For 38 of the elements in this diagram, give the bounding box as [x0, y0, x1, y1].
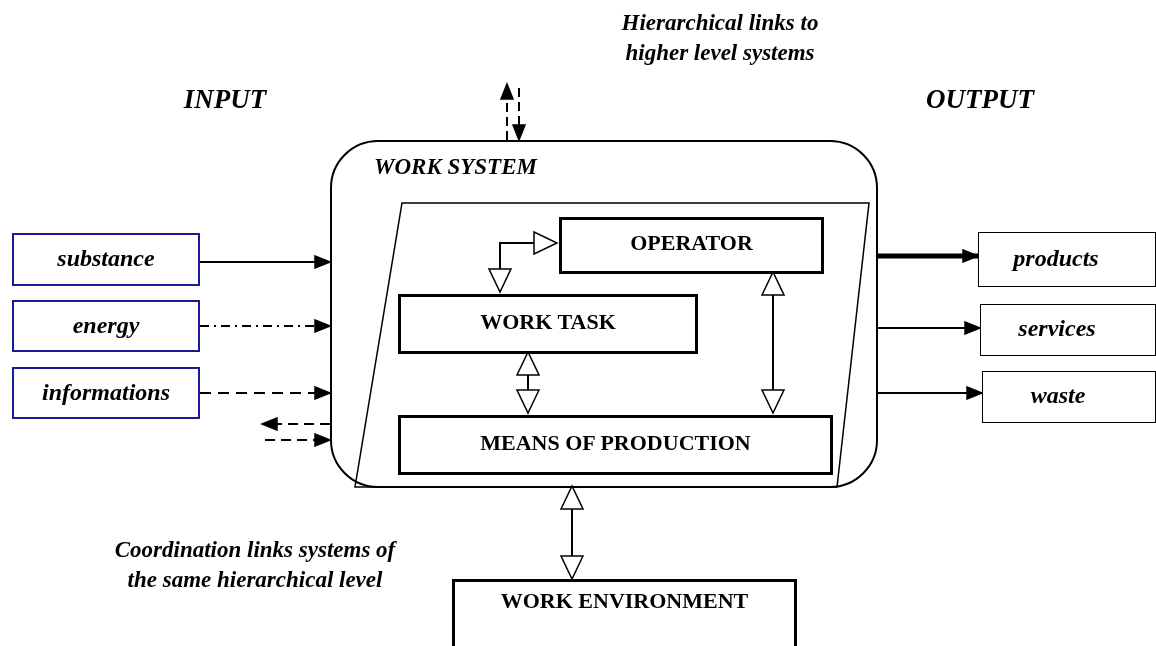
annotation-text: OUTPUT — [925, 84, 1036, 114]
process-box — [559, 217, 824, 274]
arrow — [512, 87, 526, 141]
box-label: services — [1017, 315, 1097, 342]
box-label: MEANS OF PRODUCTION — [479, 430, 752, 456]
arrow — [199, 386, 331, 400]
box-label: OPERATOR — [629, 230, 754, 256]
arrow — [560, 485, 584, 580]
input-box — [12, 233, 200, 286]
arrow — [500, 83, 514, 141]
process-box — [398, 294, 698, 354]
system-boundary — [330, 140, 878, 488]
box-label: informations — [40, 379, 171, 406]
annotation-text: Coordination links systems of the same hierarchical level — [113, 536, 398, 594]
box-label: products — [1010, 245, 1100, 272]
arrow — [877, 321, 981, 335]
arrow — [878, 249, 979, 263]
arrow — [199, 255, 331, 269]
output-box — [980, 304, 1156, 356]
box-label: WORK ENVIRONMENT — [499, 588, 750, 614]
process-box — [452, 579, 797, 646]
arrow — [199, 319, 331, 333]
system-title: WORK SYSTEM — [374, 154, 537, 180]
box-label: substance — [56, 245, 156, 272]
annotation-text: INPUT — [182, 84, 268, 114]
arrow — [264, 433, 331, 447]
input-box — [12, 300, 200, 352]
box-label: WORK TASK — [479, 309, 617, 335]
process-box — [398, 415, 833, 475]
box-label: waste — [1029, 382, 1087, 409]
arrow — [488, 231, 558, 293]
output-box — [978, 232, 1156, 287]
input-box — [12, 367, 200, 419]
output-box — [982, 371, 1156, 423]
arrow — [261, 417, 331, 431]
annotation-text: Hierarchical links to higher level systems — [620, 9, 820, 67]
box-label: energy — [71, 312, 141, 339]
arrow — [877, 386, 983, 400]
